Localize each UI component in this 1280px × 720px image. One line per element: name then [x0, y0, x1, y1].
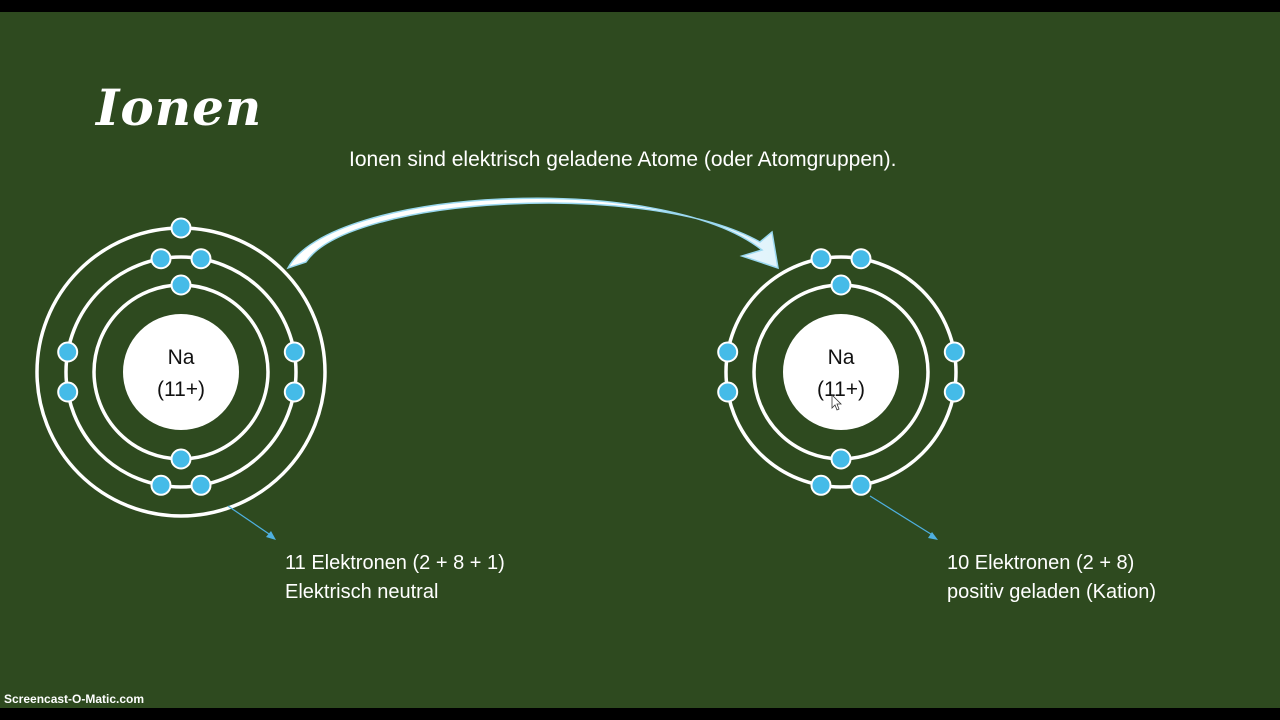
nucleus-charge-label: (11+): [817, 378, 865, 401]
caption-charge-state: Elektrisch neutral: [285, 581, 439, 603]
electron: [170, 274, 192, 296]
electron: [810, 248, 832, 270]
nucleus-element-label: Na: [828, 346, 855, 369]
electron: [150, 474, 172, 496]
nucleus: [123, 314, 239, 430]
electron: [190, 474, 212, 496]
atom-neutral: [35, 217, 327, 518]
caption-neutral-atom: 11 Elektronen (2 + 8 + 1) Elektrisch neu…: [285, 549, 505, 607]
electrons: [717, 248, 965, 496]
caption-cation: 10 Elektronen (2 + 8) positiv geladen (K…: [947, 549, 1156, 607]
electron: [150, 248, 172, 270]
nucleus: [783, 314, 899, 430]
electron: [850, 248, 872, 270]
electrons: [57, 217, 305, 496]
slide-subtitle: Ionen sind elektrisch geladene Atome (od…: [349, 148, 897, 171]
electron: [283, 381, 305, 403]
shell-2: [64, 255, 298, 489]
electron: [830, 448, 852, 470]
atom-cation: [717, 248, 965, 496]
electron: [170, 217, 192, 239]
electron: [170, 448, 192, 470]
electron: [943, 381, 965, 403]
pointer-line-left: [227, 505, 276, 540]
electron: [830, 274, 852, 296]
caption-electron-count: 10 Elektronen (2 + 8): [947, 552, 1135, 574]
shell-2: [724, 255, 958, 489]
electron: [283, 341, 305, 363]
nucleus-element-label: Na: [168, 346, 195, 369]
electron: [57, 341, 79, 363]
caption-electron-count: 11 Elektronen (2 + 8 + 1): [285, 552, 505, 574]
slide-title: Ionen: [96, 78, 263, 137]
electron: [717, 341, 739, 363]
pointer-line-right: [869, 495, 938, 540]
electron: [717, 381, 739, 403]
watermark: Screencast-O-Matic.com: [4, 692, 145, 706]
electron: [850, 474, 872, 496]
electron: [943, 341, 965, 363]
nucleus-charge-label: (11+): [157, 378, 205, 401]
mouse-cursor-icon: [831, 394, 842, 411]
electron: [57, 381, 79, 403]
electron-transfer-arrow: [286, 197, 779, 270]
caption-charge-state: positiv geladen (Kation): [947, 581, 1157, 603]
electron: [810, 474, 832, 496]
electron: [190, 248, 212, 270]
